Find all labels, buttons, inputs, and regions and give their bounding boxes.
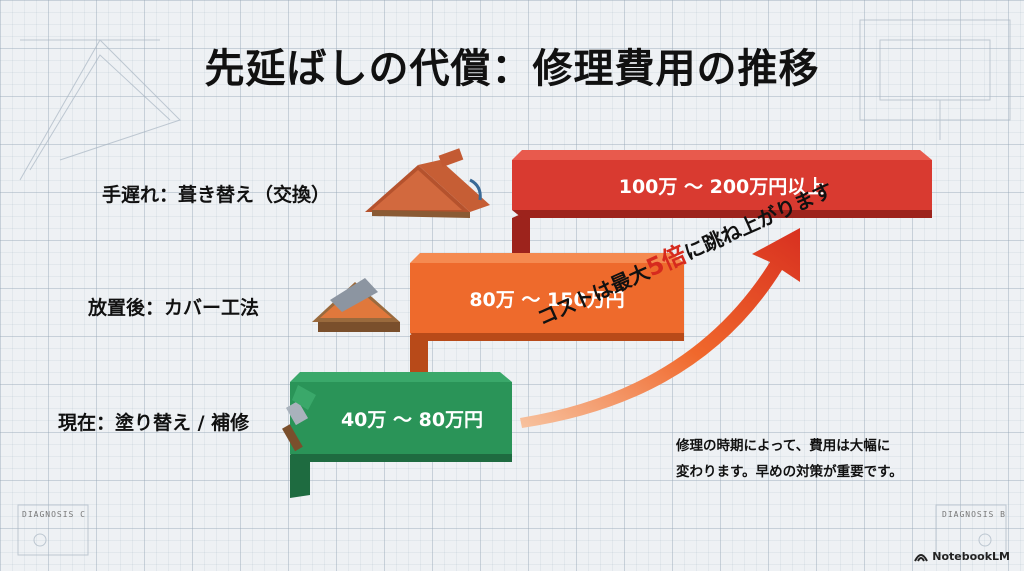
step-bar-3-top <box>512 150 932 160</box>
corner-tag-left: DIAGNOSIS C <box>22 510 86 519</box>
cost-label-1: 40万 ～ 80万円 <box>340 408 484 431</box>
step-bar-2-bottom <box>410 333 684 341</box>
paint-brush-icon <box>282 385 316 452</box>
note-line-1: 修理の時期によって、費用は大幅に <box>676 438 891 454</box>
cost-label-3: 100万 ～ 200万円以上 <box>618 175 826 198</box>
step-bar-1-top <box>290 372 512 382</box>
step-label-3: 手遅れ：葺き替え（交換） <box>102 184 331 206</box>
step-bar-1-bottom <box>290 454 512 462</box>
step-label-1: 現在：塗り替え / 補修 <box>58 412 250 434</box>
explanation-note: 修理の時期によって、費用は大幅に 変わります。早めの対策が重要です。 <box>676 433 903 485</box>
note-line-2: 変わります。早めの対策が重要です。 <box>676 464 903 480</box>
brand-badge: NotebookLM <box>914 550 1010 563</box>
step-label-2: 放置後：カバー工法 <box>88 297 260 319</box>
roof-cover-icon <box>312 278 400 332</box>
riser-top <box>512 210 530 270</box>
roof-replace-icon <box>365 148 490 218</box>
brand-name: NotebookLM <box>932 550 1010 563</box>
riser-bottom <box>290 440 310 498</box>
cost-label-2: 80万 ～ 150万円 <box>469 288 625 311</box>
notebooklm-logo-icon <box>914 553 929 561</box>
corner-tag-right: DIAGNOSIS B <box>942 510 1006 519</box>
page-title: 先延ばしの代償：修理費用の推移 <box>204 46 820 92</box>
